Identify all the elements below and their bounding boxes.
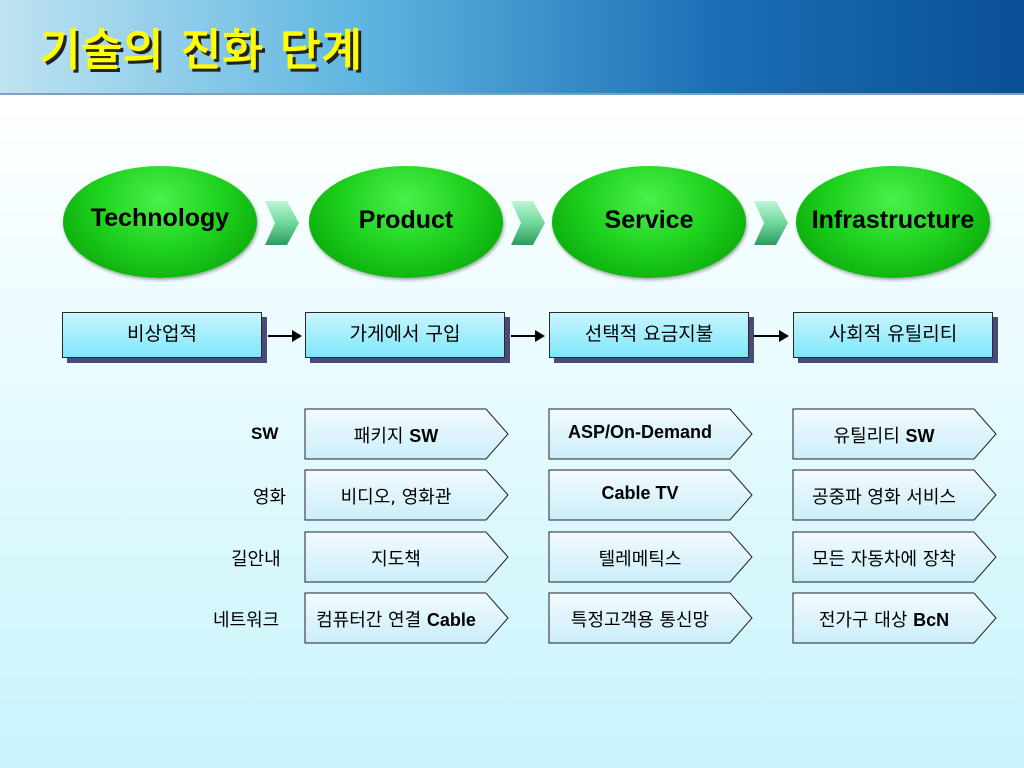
- example-cell: Cable TV: [548, 469, 754, 521]
- example-cell-label: 패키지 SW: [304, 422, 488, 448]
- stage-product: Product: [309, 166, 503, 278]
- example-cell: 컴퓨터간 연결 Cable: [304, 592, 510, 644]
- example-cell: 패키지 SW: [304, 408, 510, 460]
- arrow-right-icon: [754, 330, 789, 342]
- example-cell-label: 유틸리티 SW: [792, 422, 976, 448]
- stage-label: Infrastructure: [811, 206, 975, 234]
- example-cell: 전가구 대상 BcN: [792, 592, 998, 644]
- example-cell-term: ASP/On-Demand: [567, 422, 713, 442]
- example-cell-label: ASP/On-Demand: [548, 422, 732, 443]
- example-cell-label: 지도책: [304, 545, 488, 571]
- example-cell-term: BcN: [913, 610, 950, 630]
- example-cell-text: 컴퓨터간 연결: [316, 610, 427, 631]
- model-label: 비상업적: [127, 323, 197, 345]
- slide-title: 기술의 진화 단계: [40, 25, 363, 76]
- stage-label: Product: [358, 206, 454, 234]
- example-cell: 비디오, 영화관: [304, 469, 510, 521]
- row-label-sw: SW: [251, 424, 279, 443]
- example-cell-label: Cable TV: [548, 483, 732, 504]
- stage-label: Service: [604, 206, 694, 234]
- stage-service: Service: [552, 166, 746, 278]
- model-label: 가게에서 구입: [349, 323, 461, 345]
- stage-technology: Technology: [63, 166, 257, 278]
- example-cell-text: 비디오, 영화관: [340, 487, 452, 508]
- example-cell-term: SW: [905, 426, 935, 446]
- row-label-movie: 영화: [253, 487, 287, 508]
- example-cell: 공중파 영화 서비스: [792, 469, 998, 521]
- model-box-optional-fee: 선택적 요금지불: [549, 312, 749, 358]
- example-cell-label: 전가구 대상 BcN: [792, 606, 976, 632]
- chevron-right-icon: [754, 201, 788, 245]
- example-cell-term: SW: [409, 426, 439, 446]
- example-cell: 특정고객용 통신망: [548, 592, 754, 644]
- example-cell-label: 컴퓨터간 연결 Cable: [304, 606, 488, 632]
- row-label-network: 네트워크: [213, 610, 280, 631]
- model-label: 선택적 요금지불: [584, 323, 714, 345]
- example-cell-text: 텔레메틱스: [598, 549, 682, 570]
- example-cell-label: 비디오, 영화관: [304, 483, 488, 509]
- example-cell-text: 유틸리티: [833, 426, 906, 447]
- example-cell-term: Cable: [426, 610, 476, 630]
- example-cell-text: 특정고객용 통신망: [570, 610, 710, 631]
- arrow-right-icon: [511, 330, 545, 342]
- model-label: 사회적 유틸리티: [828, 323, 958, 345]
- example-cell: 텔레메틱스: [548, 531, 754, 583]
- example-cell-text: 전가구 대상: [818, 610, 914, 631]
- model-box-social-utility: 사회적 유틸리티: [793, 312, 993, 358]
- model-box-store-purchase: 가게에서 구입: [305, 312, 505, 358]
- example-cell-label: 공중파 영화 서비스: [792, 483, 976, 509]
- stage-label: Technology: [90, 203, 230, 232]
- example-cell-label: 특정고객용 통신망: [548, 606, 732, 632]
- example-cell-term: Cable TV: [601, 483, 679, 503]
- example-cell: 유틸리티 SW: [792, 408, 998, 460]
- title-bar: 기술의 진화 단계: [0, 0, 1024, 95]
- example-cell: ASP/On-Demand: [548, 408, 754, 460]
- model-box-noncommercial: 비상업적: [62, 312, 262, 358]
- chevron-right-icon: [265, 201, 299, 245]
- example-cell-text: 모든 자동차에 장착: [812, 549, 956, 570]
- example-cell-label: 모든 자동차에 장착: [792, 545, 976, 571]
- row-label-navigation: 길안내: [231, 549, 281, 570]
- example-cell: 지도책: [304, 531, 510, 583]
- example-cell-text: 패키지: [353, 426, 410, 447]
- example-cell-label: 텔레메틱스: [548, 545, 732, 571]
- example-cell-text: 공중파 영화 서비스: [812, 487, 956, 508]
- arrow-right-icon: [268, 330, 302, 342]
- example-cell-text: 지도책: [371, 549, 421, 570]
- chevron-right-icon: [511, 201, 545, 245]
- example-cell: 모든 자동차에 장착: [792, 531, 998, 583]
- stage-infrastructure: Infrastructure: [796, 166, 990, 278]
